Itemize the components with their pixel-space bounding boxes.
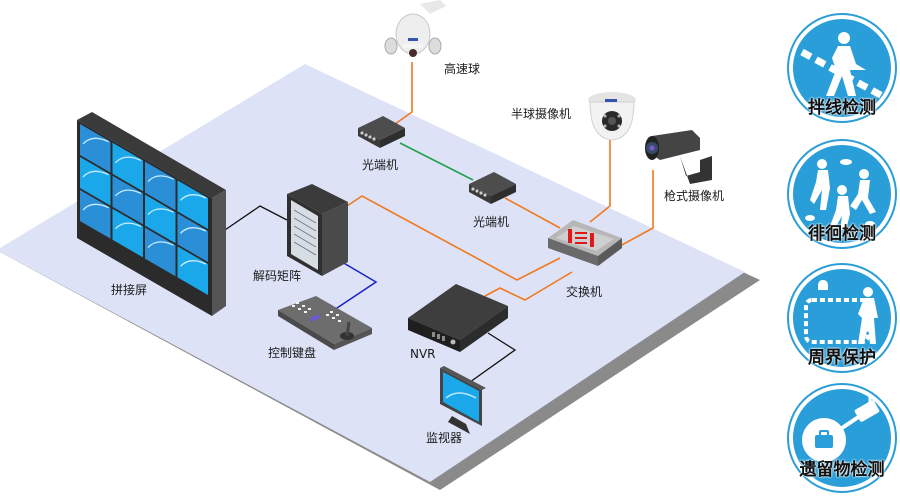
- monitor: [440, 366, 486, 434]
- control-keyboard: [278, 296, 372, 350]
- feature-badge-abandoned-object: 遗留物检测: [786, 382, 898, 494]
- loitering-icon: [805, 159, 876, 230]
- label-switch: 交换机: [566, 285, 603, 299]
- video-wall-screen: [177, 180, 208, 229]
- decoder-matrix: [287, 184, 348, 276]
- feature-label: 徘徊检测: [808, 224, 876, 244]
- label-video-wall: 拼接屏: [111, 283, 148, 297]
- video-wall-screen: [145, 194, 176, 244]
- video-wall-screen: [112, 175, 143, 225]
- fiber-transceiver-2: [469, 172, 516, 204]
- screen-glare: [147, 175, 174, 183]
- switch: [548, 220, 622, 266]
- video-wall-screen: [112, 142, 143, 192]
- video-wall-screen: [80, 124, 111, 173]
- fiber-transceiver-1: [358, 116, 405, 148]
- screen-glare: [82, 203, 109, 211]
- screen-glare: [82, 137, 109, 145]
- screen-glare: [115, 156, 142, 164]
- label-decoder-matrix: 解码矩阵: [253, 269, 302, 283]
- line-bullet-switch: [619, 170, 654, 247]
- line-nvr-monitor: [469, 332, 517, 383]
- line-dome-switch: [589, 140, 611, 223]
- video-wall-screen: [177, 213, 208, 262]
- bullet-camera: [645, 130, 712, 184]
- label-fiber-transceiver-2: 光端机: [473, 215, 510, 229]
- feature-badge-perimeter: 周界保护: [786, 262, 898, 374]
- screen-glare: [180, 227, 207, 234]
- connection-lines: [221, 62, 654, 383]
- line-fiber1-fiber2: [399, 142, 474, 181]
- nvr: [408, 284, 508, 352]
- label-speed-dome: 高速球: [444, 62, 481, 76]
- line-matrix-keyboard: [333, 261, 378, 311]
- feature-label: 周界保护: [808, 348, 876, 368]
- screen-glare: [147, 208, 174, 216]
- video-wall-screen: [80, 190, 111, 239]
- feature-label: 遗留物检测: [799, 460, 885, 480]
- line-speeddome-fiber1: [394, 62, 413, 125]
- perimeter-icon: [804, 280, 878, 344]
- feature-label: 拌线检测: [808, 98, 876, 118]
- label-bullet-camera: 枪式摄像机: [664, 189, 725, 203]
- video-wall-screen: [145, 161, 176, 211]
- line-wall-matrix: [221, 205, 288, 233]
- feature-badge-tripwire: 拌线检测: [786, 12, 898, 124]
- label-monitor: 监视器: [426, 431, 463, 445]
- label-dome-camera: 半球摄像机: [511, 107, 572, 121]
- speed-dome-camera: [384, 0, 446, 57]
- label-control-keyboard: 控制键盘: [268, 346, 317, 360]
- video-wall-screen: [80, 157, 111, 206]
- feature-badge-loitering: 徘徊检测: [786, 138, 898, 250]
- label-fiber-transceiver-1: 光端机: [362, 158, 399, 172]
- video-wall-screen: [145, 227, 176, 277]
- video-wall-screen: [177, 246, 208, 295]
- screen-glare: [115, 189, 142, 197]
- screen-glare: [147, 241, 174, 249]
- line-matrix-switch: [346, 195, 561, 281]
- line-nvr-switch: [484, 271, 573, 301]
- video-wall: [77, 112, 226, 316]
- screen-glare: [180, 194, 207, 201]
- abandoned-object-icon: [802, 396, 880, 462]
- dome-camera: [588, 92, 636, 141]
- line-fiber2-switch: [504, 197, 561, 229]
- video-wall-screen: [112, 208, 143, 258]
- label-nvr: NVR: [410, 347, 436, 361]
- tripwire-icon: [800, 32, 888, 102]
- screen-glare: [115, 222, 142, 230]
- screen-glare: [82, 170, 109, 178]
- screen-glare: [180, 260, 207, 267]
